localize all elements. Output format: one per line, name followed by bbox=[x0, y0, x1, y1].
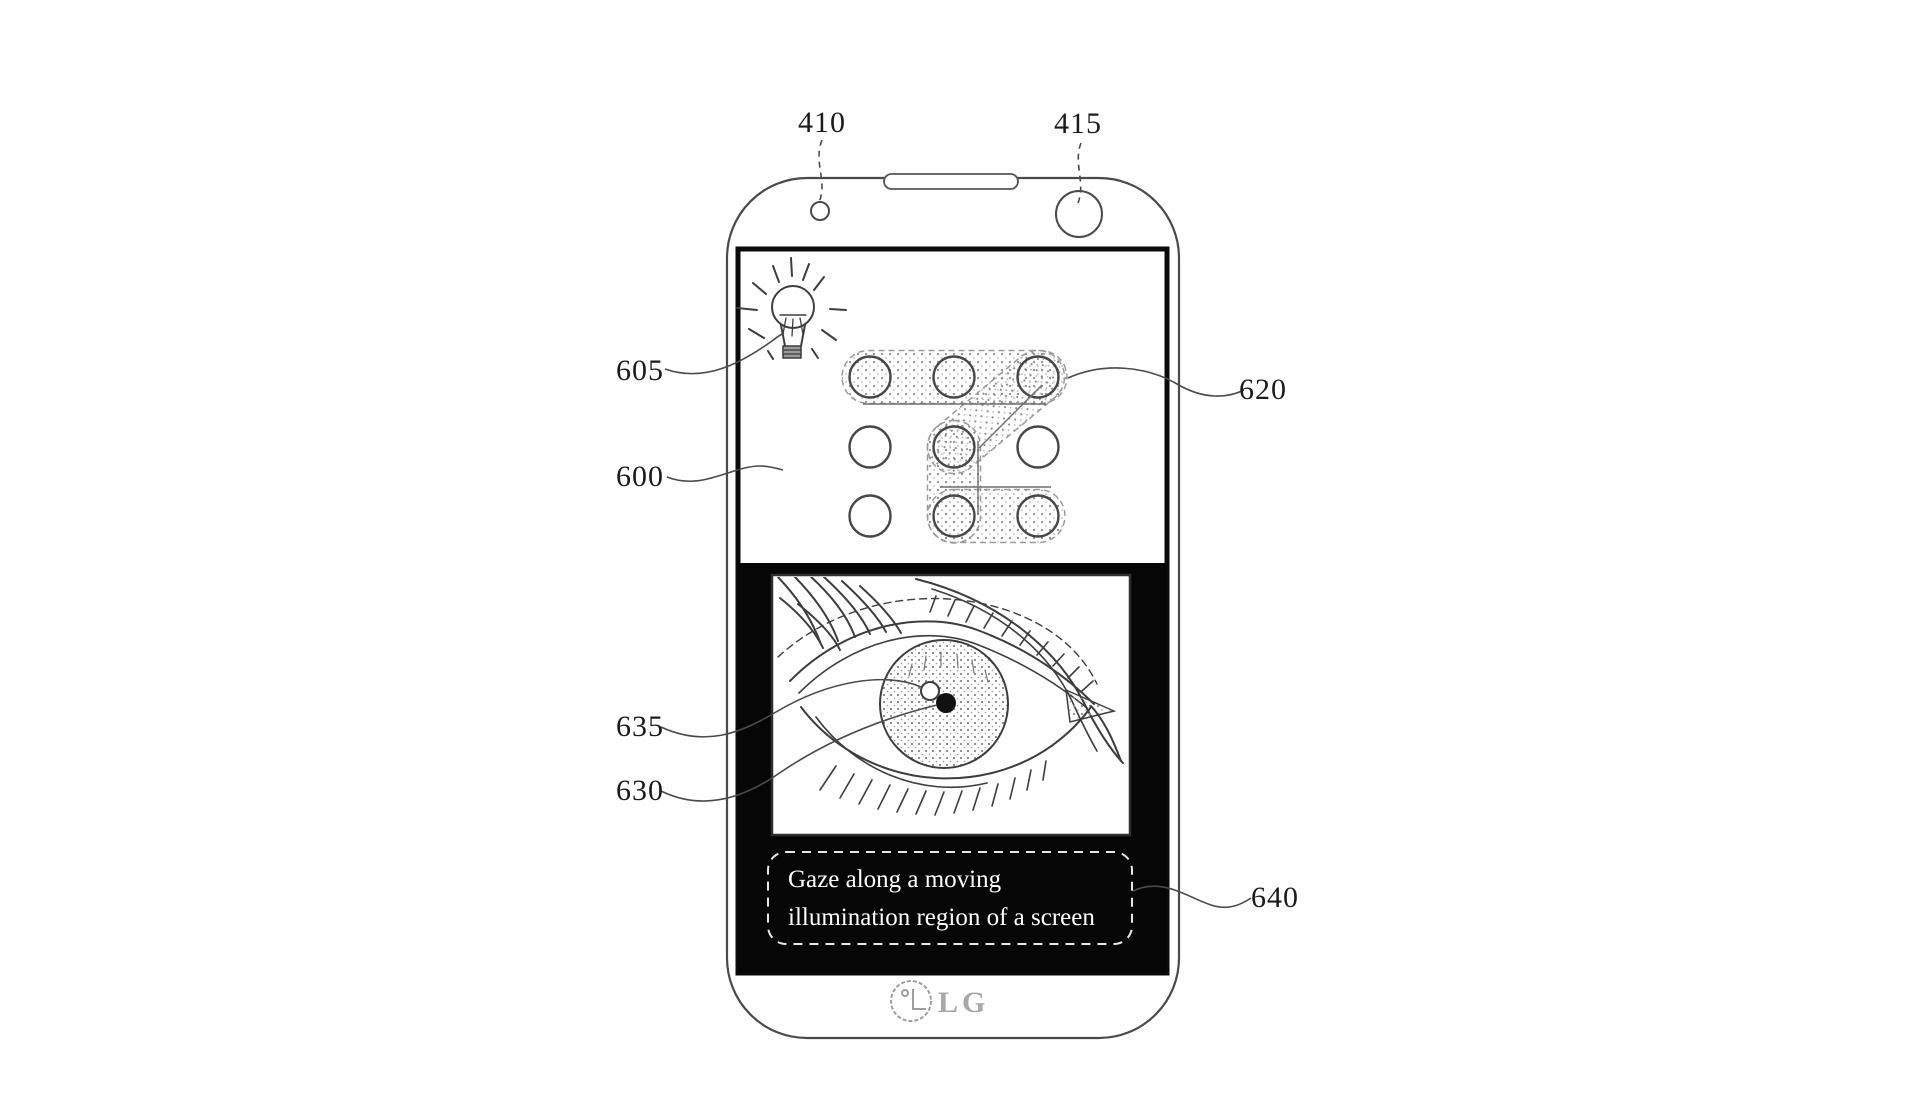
earpiece-slot bbox=[883, 173, 1019, 190]
leader-line-605 bbox=[664, 332, 785, 375]
leader-line-410 bbox=[818, 139, 823, 203]
front-camera-lens bbox=[1055, 190, 1103, 238]
ref-label-640: 640 bbox=[1251, 881, 1299, 914]
leader-line-635 bbox=[660, 678, 922, 738]
eye-corner-tail bbox=[1090, 705, 1122, 762]
ref-label-600: 600 bbox=[616, 460, 664, 493]
eyebrow-contour bbox=[915, 578, 1124, 764]
pattern-highlight-bands bbox=[841, 349, 1068, 544]
pattern-trace-lines bbox=[863, 384, 1051, 514]
leader-line-630 bbox=[660, 704, 938, 802]
instruction-text: Gaze along a moving illumination region … bbox=[788, 861, 1095, 937]
eye-image-panel bbox=[770, 573, 1132, 837]
lower-eyelid bbox=[800, 706, 1092, 789]
instruction-line-1: Gaze along a moving bbox=[788, 866, 1002, 893]
band-bottom-row bbox=[926, 488, 1066, 544]
upper-eyelid bbox=[789, 620, 1095, 709]
leader-line-640 bbox=[1132, 885, 1252, 909]
light-bulb-icon bbox=[736, 257, 847, 360]
leader-line-620 bbox=[1067, 367, 1245, 397]
lg-logo-text: LG bbox=[938, 986, 990, 1019]
lg-logo-icon bbox=[890, 980, 932, 1022]
leader-lines bbox=[660, 139, 1252, 909]
leader-line-600 bbox=[666, 465, 784, 482]
leader-line-415 bbox=[1077, 142, 1082, 204]
glint-dot bbox=[920, 681, 940, 701]
proximity-sensor bbox=[810, 201, 830, 221]
instruction-box bbox=[767, 851, 1133, 945]
bulb-base bbox=[782, 345, 802, 359]
ref-label-410: 410 bbox=[798, 106, 846, 139]
ref-label-635: 635 bbox=[616, 710, 664, 743]
pattern-nodes bbox=[848, 355, 1060, 538]
eyelashes-upper-rim bbox=[929, 595, 1094, 692]
iris-texture bbox=[908, 651, 989, 683]
ref-label-620: 620 bbox=[1239, 373, 1287, 406]
eyelashes-lower bbox=[819, 760, 1047, 816]
eyelashes-upper-left bbox=[777, 577, 902, 651]
ref-label-605: 605 bbox=[616, 354, 664, 387]
pupil-dot bbox=[936, 693, 956, 713]
ref-label-630: 630 bbox=[616, 774, 664, 807]
ref-label-415: 415 bbox=[1054, 107, 1102, 140]
instruction-line-2: illumination region of a screen bbox=[788, 904, 1095, 931]
bulb-rays bbox=[736, 257, 847, 360]
pattern-grid bbox=[841, 349, 1068, 544]
